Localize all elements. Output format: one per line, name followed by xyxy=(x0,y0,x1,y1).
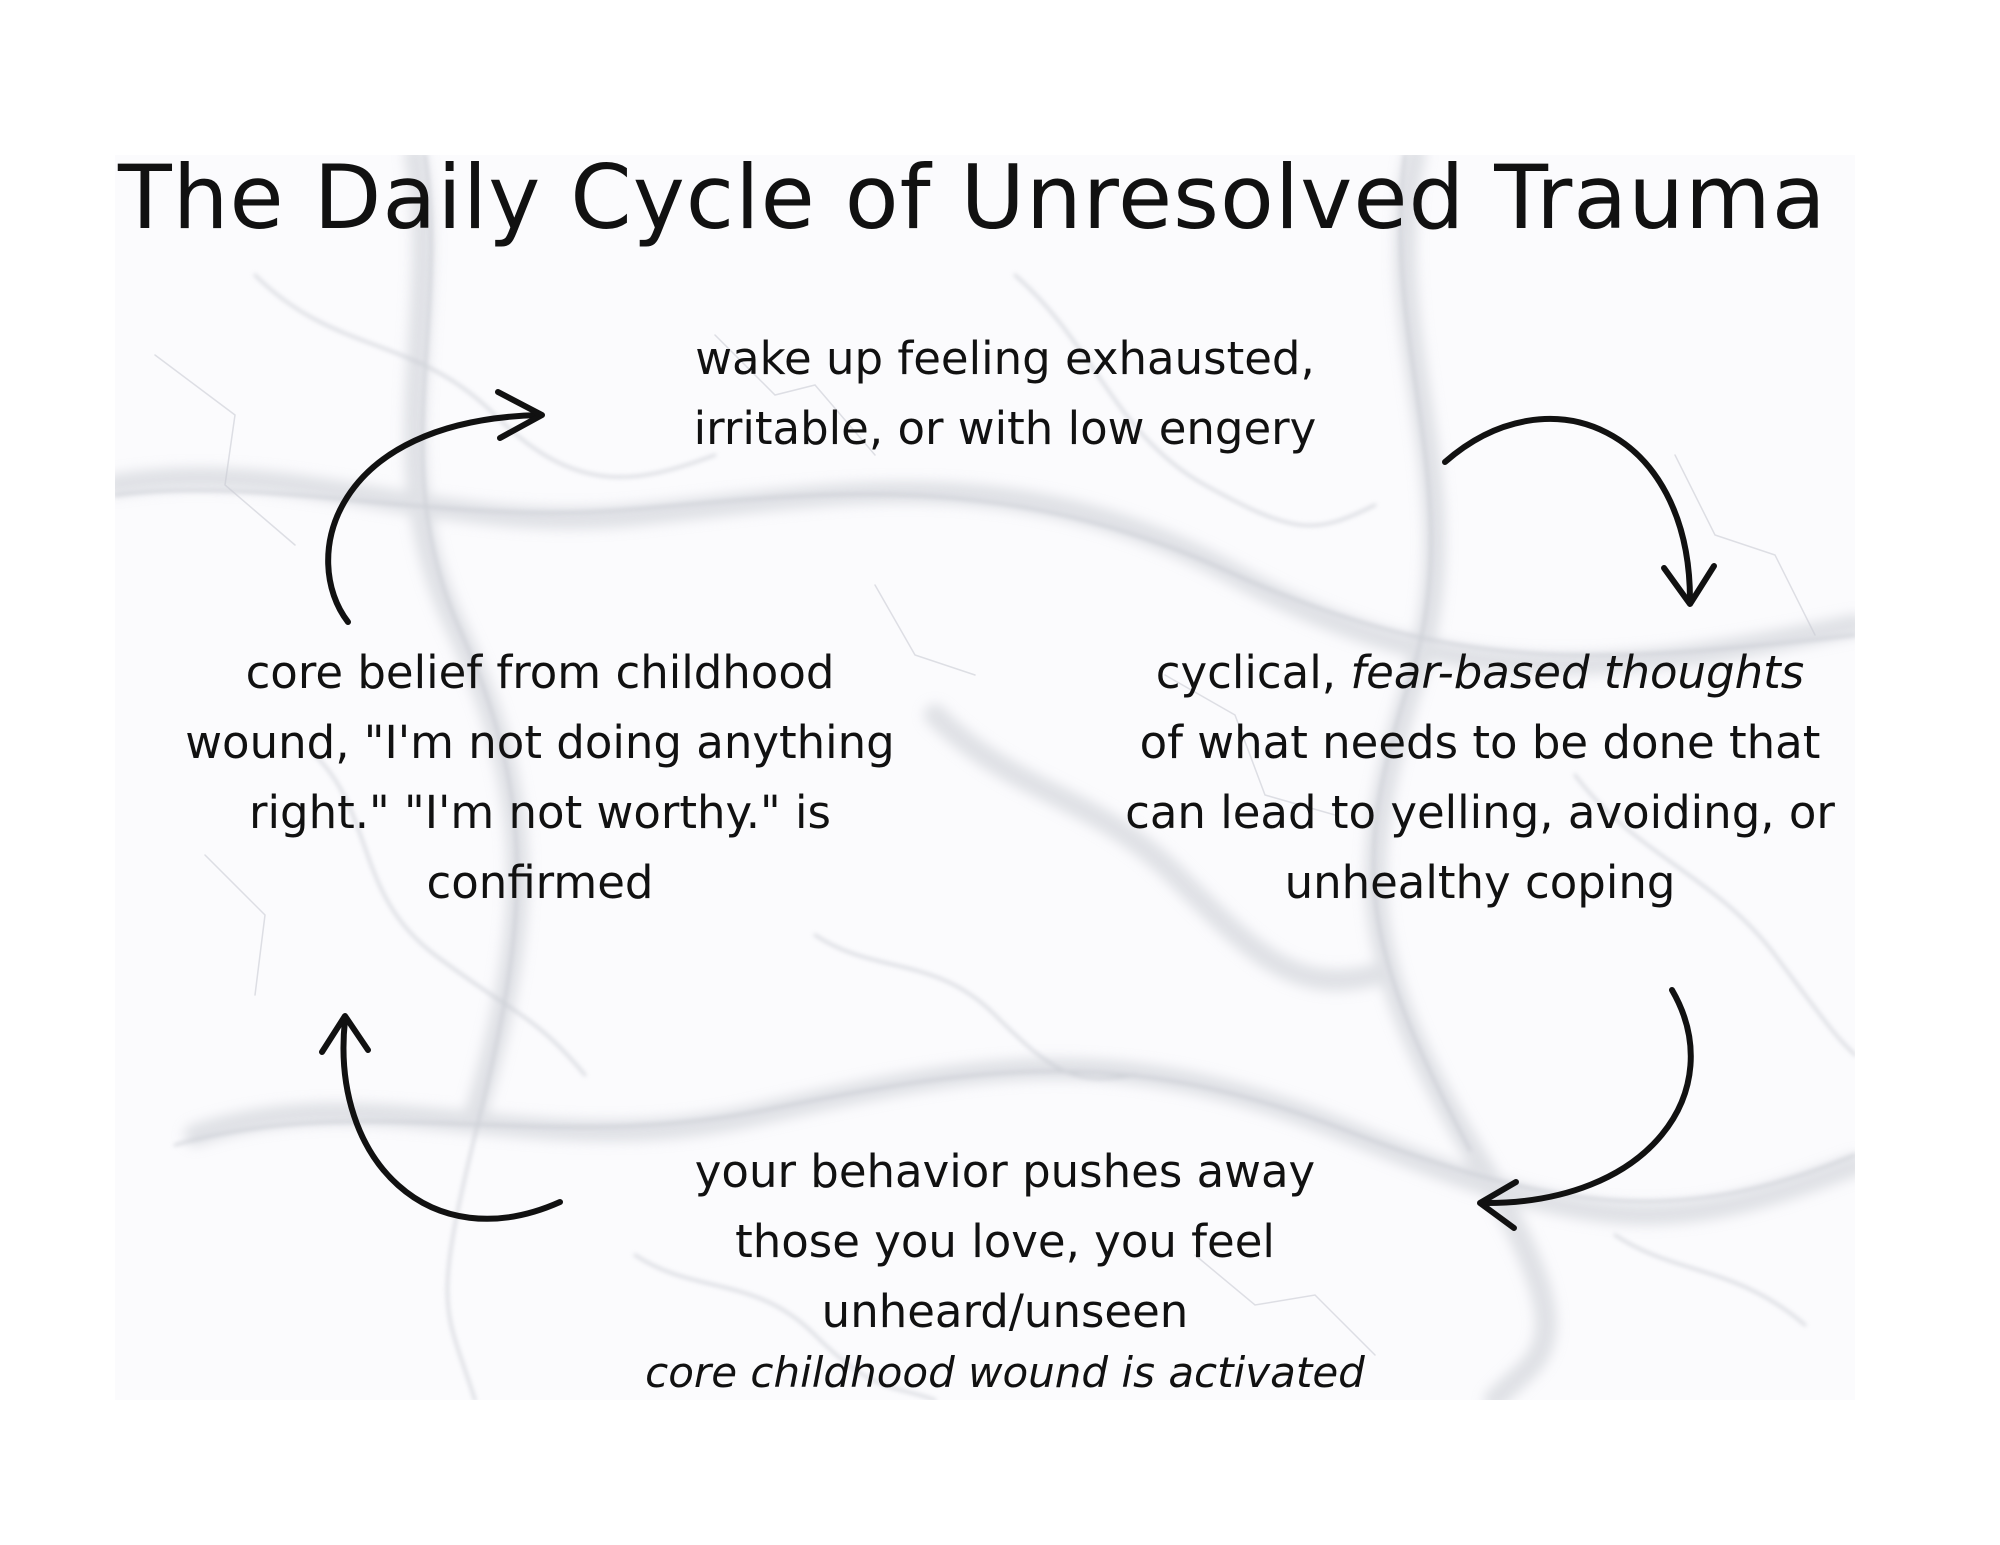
arrow-head-icon xyxy=(1661,563,1717,607)
cycle-step-core-belief: core belief from childhood wound, "I'm n… xyxy=(130,638,950,918)
cycle-step-text-line: of what needs to be done that xyxy=(1139,716,1821,769)
cycle-step-text-emphasis: fear-based thoughts xyxy=(1350,646,1805,699)
cycle-step-text-line: those you love, you feel xyxy=(735,1215,1275,1268)
cycle-step-text-line: can lead to yelling, avoiding, or xyxy=(1125,786,1835,839)
curved-arrow-icon xyxy=(325,412,543,625)
cycle-step-text-line: core belief from childhood xyxy=(245,646,835,699)
cycle-step-text-line: wound, "I'm not doing anything xyxy=(185,716,895,769)
cycle-step-text-line: unheard/unseen xyxy=(821,1285,1189,1338)
cycle-step-text-line: cyclical, fear-based thoughts xyxy=(1070,638,1890,708)
curved-arrow-icon xyxy=(340,1017,563,1222)
cycle-step-text-line: confirmed xyxy=(426,856,654,909)
cycle-step-text-line: wake up feeling exhausted, xyxy=(695,332,1315,385)
cycle-step-pushes-away: your behavior pushes away those you love… xyxy=(600,1137,1410,1399)
cycle-step-text-line: right." "I'm not worthy." is xyxy=(249,786,831,839)
marble-texture xyxy=(115,155,1855,1400)
cycle-step-text-line: irritable, or with low engery xyxy=(693,402,1317,455)
curved-arrow-icon xyxy=(1442,415,1693,603)
cycle-step-text-prefix: cyclical, xyxy=(1155,646,1351,699)
cycle-step-wake-up: wake up feeling exhausted, irritable, or… xyxy=(600,324,1410,464)
arrow-head-icon xyxy=(495,389,545,441)
cycle-step-text-line: your behavior pushes away xyxy=(694,1145,1316,1198)
cycle-step-fear-thoughts: cyclical, fear-based thoughts of what ne… xyxy=(1070,638,1890,918)
page-title: The Daily Cycle of Unresolved Trauma xyxy=(118,146,1827,249)
cycle-step-subtext: core childhood wound is activated xyxy=(645,1348,1365,1397)
arrow-head-icon xyxy=(1477,1179,1519,1231)
arrow-head-icon xyxy=(319,1013,371,1055)
curved-arrow-icon xyxy=(1479,987,1694,1207)
cycle-step-text-line: unhealthy coping xyxy=(1284,856,1676,909)
